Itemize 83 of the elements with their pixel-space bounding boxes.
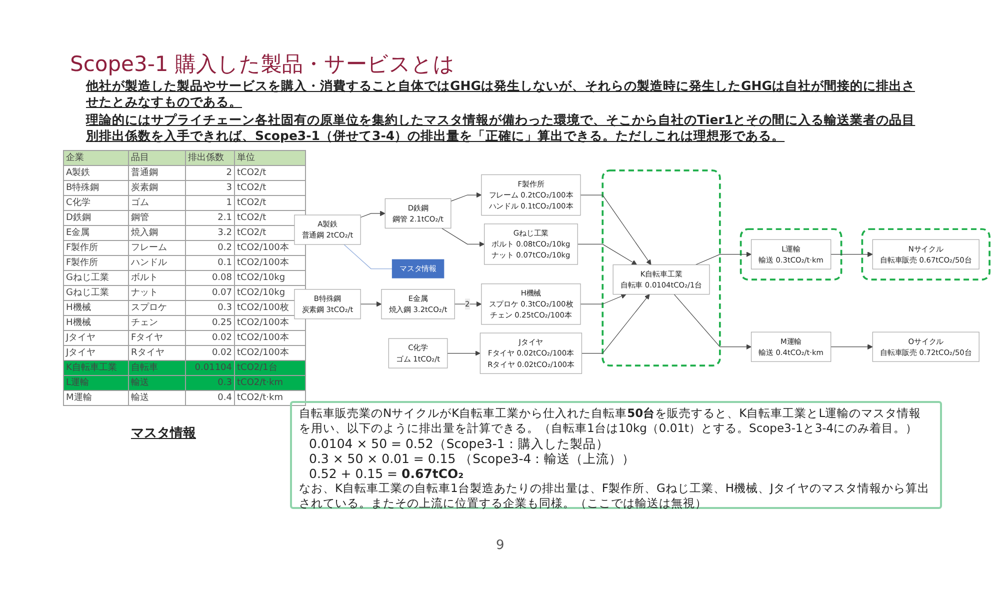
emission-factor: 3 bbox=[186, 180, 234, 196]
emission-factor: 0.01104 bbox=[186, 360, 234, 376]
unit: tCO2/1台 bbox=[234, 360, 306, 376]
arrow bbox=[447, 350, 480, 356]
table-caption: マスタ情報 bbox=[131, 425, 196, 442]
item-name: 鋼管 bbox=[128, 210, 186, 226]
arrow bbox=[830, 344, 873, 350]
item-name: 自転車 bbox=[128, 360, 186, 376]
arrow bbox=[830, 252, 873, 258]
item-name: ナット bbox=[128, 286, 186, 300]
arrow bbox=[674, 294, 752, 350]
company-name: D鉄鋼 bbox=[64, 210, 128, 226]
column-header: 排出係数 bbox=[186, 150, 234, 166]
company-name: L運輸 bbox=[64, 376, 128, 390]
company-name: K自転車工業 bbox=[64, 360, 128, 376]
company-name: A製鉄 bbox=[64, 166, 128, 180]
item-name: Fタイヤ bbox=[128, 330, 186, 346]
company-name: B特殊鋼 bbox=[64, 180, 128, 196]
company-name: H機械 bbox=[64, 300, 128, 316]
unit: tCO2/100本 bbox=[234, 330, 306, 346]
arrow bbox=[577, 244, 638, 266]
formula-text: 0.52 + 0.15 = 0.67tCO₂ bbox=[308, 466, 465, 481]
emission-factor: 0.4 bbox=[186, 390, 234, 406]
item-name: フレーム bbox=[128, 240, 186, 256]
leader-line bbox=[344, 244, 393, 270]
slide-title: Scope3-1 購入した製品・サービスとは bbox=[70, 51, 455, 78]
item-name: 普通鋼 bbox=[128, 166, 186, 180]
explanation-text: なお、K自転車工業の自転車1台製造あたりの排出量は、F製作所、Gねじ工業、H機械、Jタイヤのマスタ情報から算出されている。またその上流に位置する企業も同様。（ここでは輸送は無視） bbox=[299, 481, 930, 511]
item-name: 輸送 bbox=[128, 390, 186, 406]
item-name: 輸送 bbox=[128, 376, 186, 390]
item-name: ハンドル bbox=[128, 256, 186, 270]
unit: tCO2/t·km bbox=[234, 390, 306, 406]
emission-factor: 0.2 bbox=[186, 240, 234, 256]
emission-factor: 0.07 bbox=[186, 286, 234, 300]
arrow bbox=[454, 301, 482, 307]
emission-factor: 0.1 bbox=[186, 256, 234, 270]
intro-paragraph: 他社が製造した製品やサービスを購入・消費すること自体ではGHGは発生しないが、それらの製造時に発生したGHGは自社が間接的に排出させたとみなすものである。 bbox=[86, 78, 916, 110]
company-name: Jタイヤ bbox=[64, 330, 128, 346]
item-name: ゴム bbox=[128, 196, 186, 210]
item-name: ボルト bbox=[128, 270, 186, 286]
column-header: 品目 bbox=[128, 150, 186, 166]
item-name: スプロケ bbox=[128, 300, 186, 316]
arrow bbox=[580, 294, 626, 304]
intro-paragraph: 理論的にはサプライチェーン各社固有の原単位を集約したマスタ情報が備わった環境で、そこから自社のTier1とその間に入る輸送業者の品目別排出係数を入手できれば、Scope3-1（併せて3-4）の排出量を「正確に」算出できる。ただしこれは理想形である。 bbox=[86, 112, 916, 144]
company-name: F製作所 bbox=[64, 256, 128, 270]
emission-factor: 0.02 bbox=[186, 330, 234, 346]
emission-factor: 2.1 bbox=[186, 210, 234, 226]
unit: tCO2/10kg bbox=[234, 270, 306, 286]
emission-factor: 0.3 bbox=[186, 376, 234, 390]
company-name: C化学 bbox=[64, 196, 128, 210]
emission-factor: 0.3 bbox=[186, 300, 234, 316]
arrow bbox=[360, 301, 382, 307]
company-name: Gねじ工業 bbox=[64, 286, 128, 300]
item-name: 炭素鋼 bbox=[128, 180, 186, 196]
page-number: 9 bbox=[496, 538, 504, 553]
company-name: F製作所 bbox=[64, 240, 128, 256]
unit: tCO2/t·km bbox=[234, 376, 306, 390]
item-name: チェン bbox=[128, 316, 186, 330]
column-header: 単位 bbox=[234, 150, 306, 166]
company-name: E金属 bbox=[64, 226, 128, 240]
emission-factor: 3.2 bbox=[186, 226, 234, 240]
company-name: Gねじ工業 bbox=[64, 270, 128, 286]
column-header: 企業 bbox=[64, 150, 128, 166]
unit: tCO2/100本 bbox=[234, 256, 306, 270]
company-name: H機械 bbox=[64, 316, 128, 330]
arrow bbox=[441, 228, 485, 247]
formula-text: 0.0104 × 50 = 0.52（Scope3-1：購入した製品） bbox=[308, 436, 610, 451]
arrow bbox=[360, 210, 386, 218]
emission-factor: 2 bbox=[186, 166, 234, 180]
company-name: M運輸 bbox=[64, 390, 128, 406]
emission-factor: 0.08 bbox=[186, 270, 234, 286]
arrow bbox=[580, 194, 652, 266]
emission-factor: 1 bbox=[186, 196, 234, 210]
formula-text: 0.3 × 50 × 0.01 = 0.15 （Scope3-4：輸送（上流）） bbox=[308, 451, 636, 466]
emission-factor: 0.25 bbox=[186, 316, 234, 330]
arrow bbox=[450, 192, 482, 202]
unit: tCO2/t bbox=[234, 166, 306, 180]
arrow bbox=[581, 294, 650, 354]
arrow bbox=[695, 252, 752, 266]
item-name: 焼入鋼 bbox=[128, 226, 186, 240]
unit: tCO2/t bbox=[234, 180, 306, 196]
explanation-text: 自転車販売業のNサイクルがK自転車工業から仕入れた自転車50台を販売すると、K自転車工業とL運輸のマスタ情報を用い、以下のように排出量を計算できる。（自転車1台は10kg（0.01t）とする。Scope3-1と3-4にのみ着目。） bbox=[299, 406, 922, 436]
unit: tCO2/t bbox=[234, 196, 306, 210]
